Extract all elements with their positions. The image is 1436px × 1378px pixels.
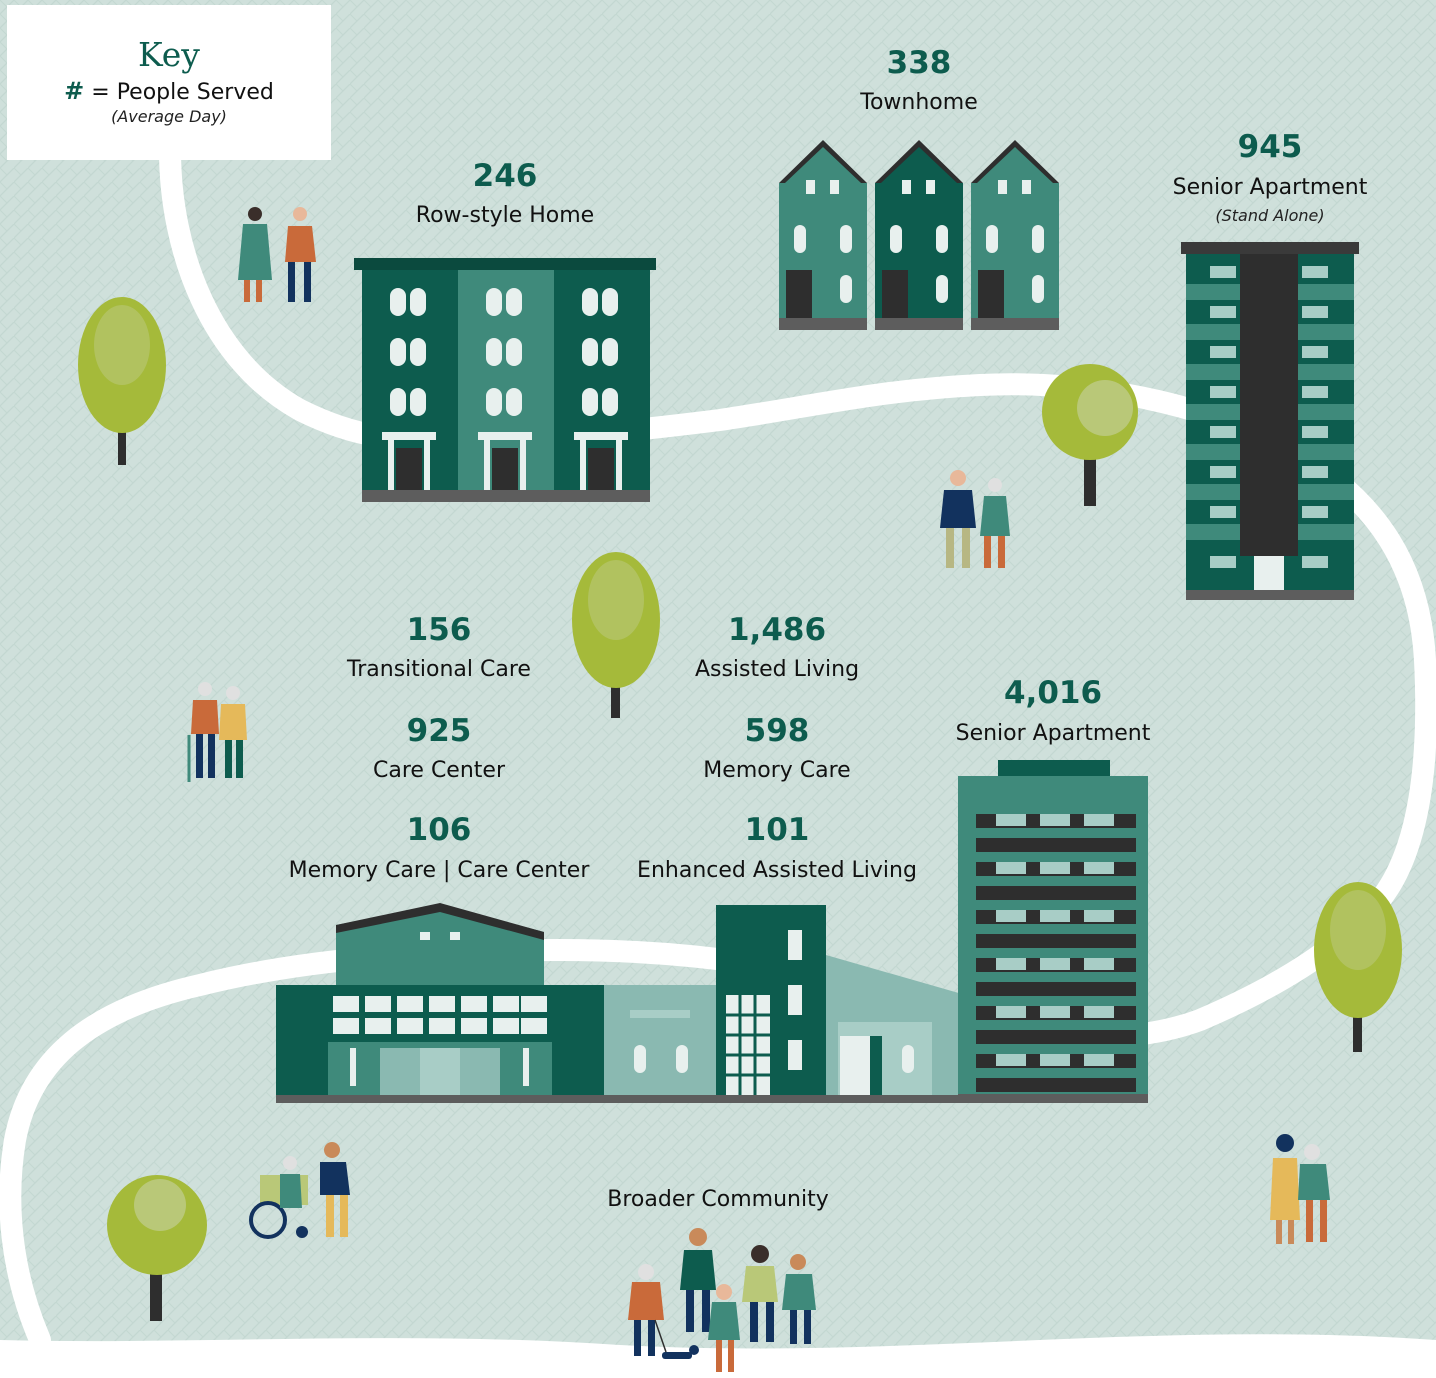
tree-icon (107, 1175, 207, 1321)
key-title: Key (138, 35, 200, 74)
townhome-label: Townhome (860, 90, 978, 115)
key-definition: # = People Served (7, 77, 331, 105)
key-symbol: # (64, 77, 85, 105)
memory-care-care-center-count: 106 (406, 812, 472, 848)
assisted-living-count: 1,486 (727, 612, 827, 648)
senior-apartment-label: Senior Apartment (955, 721, 1151, 746)
key-legend: Key # = People Served (Average Day) (7, 5, 331, 160)
key-meaning: People Served (116, 80, 274, 105)
assisted-living-label: Assisted Living (694, 657, 860, 682)
tree-icon (1042, 364, 1138, 506)
memory-care-count: 598 (744, 713, 810, 749)
memory-care-label: Memory Care (703, 758, 851, 783)
senior-apartment-building (958, 760, 1148, 1103)
people-walking-icon (238, 207, 316, 302)
dog-icon (654, 1319, 699, 1359)
enhanced-assisted-living-label: Enhanced Assisted Living (637, 858, 917, 883)
people-walking-icon (628, 1228, 816, 1372)
senior-apartment-standalone-building (1181, 242, 1359, 600)
people-walking-icon (940, 470, 1010, 568)
townhome-count: 338 (886, 45, 952, 81)
senior-apartment-standalone-label: Senior Apartment (1172, 175, 1368, 200)
people-walking-icon (187, 682, 247, 782)
enhanced-assisted-living-count: 101 (744, 812, 810, 848)
memory-care-care-center-label: Memory Care | Care Center (288, 858, 590, 883)
tree-icon (1314, 882, 1402, 1052)
row-style-home-building (354, 258, 656, 502)
care-campus-building (276, 903, 976, 1103)
transitional-care-count: 156 (406, 612, 472, 648)
senior-apartment-standalone-count: 945 (1237, 129, 1303, 165)
tree-icon (572, 552, 660, 718)
broader-community-label: Broader Community (607, 1187, 829, 1212)
wheelchair-icon (249, 1142, 350, 1239)
senior-apartment-standalone-note: (Stand Alone) (1215, 206, 1325, 225)
key-note: (Average Day) (111, 107, 227, 126)
townhome-building (779, 140, 1059, 330)
row-style-home-count: 246 (472, 158, 538, 194)
people-walking-icon (1270, 1134, 1330, 1244)
transitional-care-label: Transitional Care (347, 657, 531, 682)
care-center-count: 925 (406, 713, 472, 749)
care-center-label: Care Center (373, 758, 505, 783)
key-equals: = (91, 80, 110, 105)
row-style-home-label: Row-style Home (415, 203, 595, 228)
tree-icon (78, 297, 166, 465)
senior-apartment-count: 4,016 (1003, 675, 1103, 711)
